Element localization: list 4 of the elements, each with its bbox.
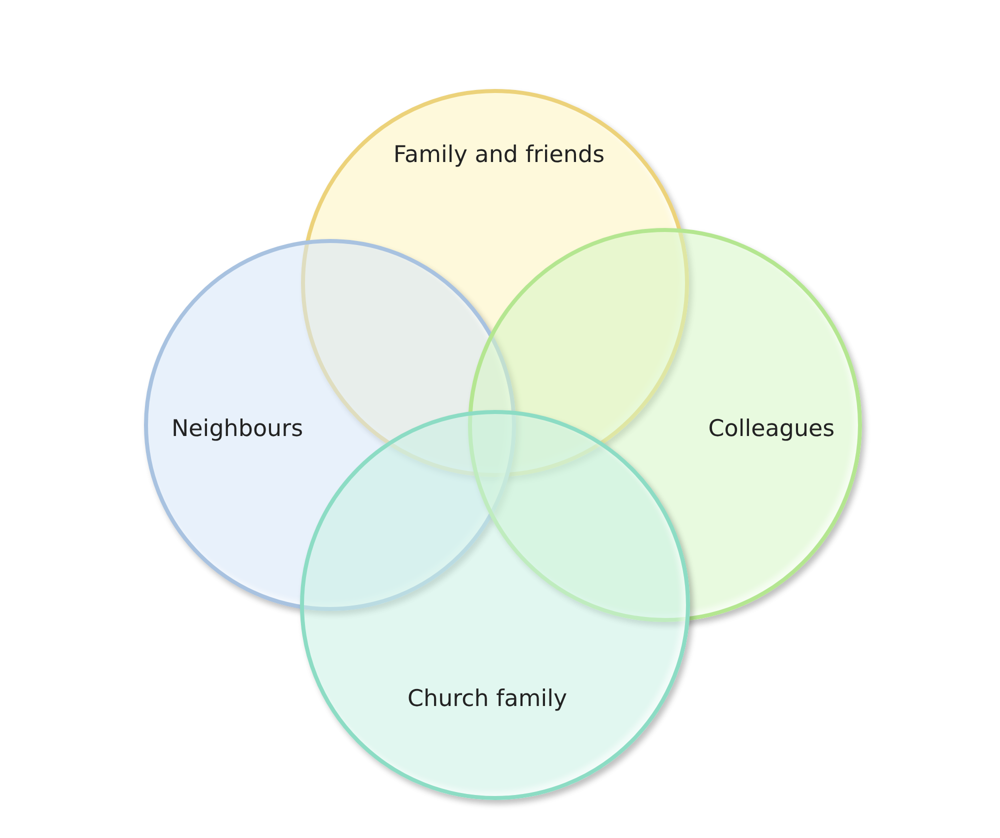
circle-label: Colleagues [708,416,835,442]
circle-label: Neighbours [171,416,304,442]
circle-label: Family and friends [393,142,605,168]
circle-label: Church family [407,686,568,712]
